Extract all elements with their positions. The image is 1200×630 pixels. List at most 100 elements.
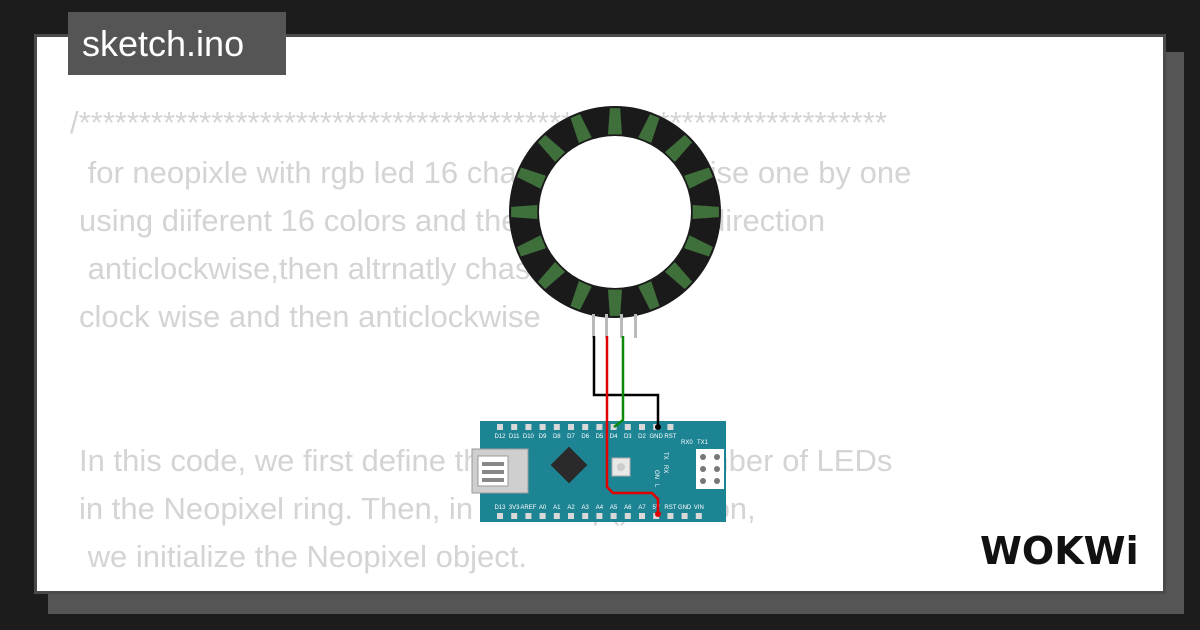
ring-led	[537, 134, 566, 163]
pin-label: D7	[567, 434, 575, 440]
icsp-header	[696, 449, 724, 489]
pin-hole[interactable]	[525, 513, 532, 519]
wire-red	[605, 336, 660, 514]
board-label: ON	[653, 470, 659, 479]
pin-label: D11	[509, 434, 520, 440]
ring-led	[517, 235, 546, 257]
pin-label: A7	[638, 505, 646, 511]
pin-hole[interactable]	[568, 424, 574, 430]
pin-label: A6	[624, 505, 632, 511]
pin-label: D6	[581, 434, 589, 440]
wokwi-logo-text: WOKWi	[980, 529, 1139, 573]
board-label: RX	[662, 465, 668, 473]
usb-connector	[471, 448, 529, 494]
pin-hole[interactable]	[553, 513, 560, 519]
pin-hole[interactable]	[525, 424, 532, 430]
pin-hole[interactable]	[610, 513, 617, 519]
pin-hole[interactable]	[553, 424, 560, 430]
pin-hole[interactable]	[610, 424, 617, 430]
wire-black	[592, 336, 660, 427]
pin-hole[interactable]	[582, 424, 589, 430]
pin-label: VIN	[694, 505, 704, 511]
pin-hole[interactable]	[695, 513, 702, 519]
ring-pins	[592, 314, 637, 338]
ring-led	[684, 167, 713, 189]
ring-led	[638, 281, 660, 310]
code-line: /***************************************…	[70, 105, 887, 140]
pin-label: RST	[664, 434, 676, 440]
ring-led	[537, 261, 566, 290]
pin-hole[interactable]	[511, 513, 518, 519]
ring-led	[517, 167, 546, 189]
ring-led	[664, 261, 693, 290]
pin-hole[interactable]	[639, 424, 645, 430]
pin-hole[interactable]	[568, 513, 574, 519]
pin-label: A0	[539, 505, 547, 511]
pin-label: D5	[596, 434, 604, 440]
ring-led	[570, 114, 592, 143]
pin-hole[interactable]	[511, 424, 518, 430]
pin-hole[interactable]	[667, 424, 674, 430]
filename-tab[interactable]: sketch.ino	[68, 12, 286, 75]
pin-hole[interactable]	[624, 513, 631, 519]
ring-led	[511, 204, 538, 220]
pin-hole[interactable]	[681, 513, 688, 519]
pin-label: D10	[523, 434, 535, 440]
pin-label: A5	[610, 505, 618, 511]
ring-led	[607, 289, 623, 316]
pin-hole[interactable]	[596, 513, 603, 519]
pin-label: D13	[494, 505, 506, 511]
pin-label: RST	[664, 505, 676, 511]
board-label: RX0	[681, 440, 693, 446]
pin-hole[interactable]	[667, 513, 674, 519]
pin-label: GND	[678, 505, 692, 511]
pin-label: D2	[638, 434, 646, 440]
pin-label: A3	[582, 505, 590, 511]
pin-label: GND	[650, 434, 664, 440]
ring-led	[570, 281, 592, 310]
board-label: TX1	[697, 440, 709, 446]
pin-hole[interactable]	[539, 513, 546, 519]
pin-hole[interactable]	[639, 513, 645, 519]
ring-led	[638, 114, 660, 143]
pin-hole[interactable]	[596, 424, 603, 430]
neopixel-ring[interactable]	[509, 106, 721, 318]
pin-label: 3V3	[509, 505, 520, 511]
pin-hole[interactable]	[497, 513, 503, 519]
wire-green	[613, 336, 625, 428]
microcontroller-chip	[550, 446, 588, 484]
ring-led	[607, 108, 623, 135]
board-label: L	[653, 484, 659, 488]
code-line: we initialize the Neopixel object.	[79, 539, 528, 574]
wires	[592, 336, 661, 517]
wokwi-logo-outline: WOKWi	[980, 529, 1139, 573]
pin-label: AREF	[520, 505, 536, 511]
pin-hole[interactable]	[624, 424, 631, 430]
pin-label: 5V	[653, 505, 660, 511]
board-label: TX	[662, 452, 668, 460]
pin-hole[interactable]	[582, 513, 589, 519]
code-line: clock wise and then anticlockwise	[79, 299, 541, 334]
pin-hole[interactable]	[497, 424, 503, 430]
pin-label: A4	[596, 505, 604, 511]
pin-label: D9	[539, 434, 547, 440]
ring-led	[684, 235, 713, 257]
reset-button[interactable]	[611, 457, 631, 477]
ring-leds	[511, 108, 719, 316]
pin-hole[interactable]	[539, 424, 546, 430]
pin-label: D4	[610, 434, 618, 440]
bottom-pin-holes	[497, 513, 702, 519]
wokwi-logo: WOKWi WOKWi	[978, 526, 1142, 577]
pin-label: A2	[567, 505, 575, 511]
pin-label: A1	[553, 505, 561, 511]
pin-label: D8	[553, 434, 561, 440]
top-pin-holes	[497, 424, 674, 430]
pin-label: D3	[624, 434, 632, 440]
ring-led	[692, 204, 719, 220]
pin-label: D12	[494, 434, 506, 440]
ring-led	[664, 134, 693, 163]
